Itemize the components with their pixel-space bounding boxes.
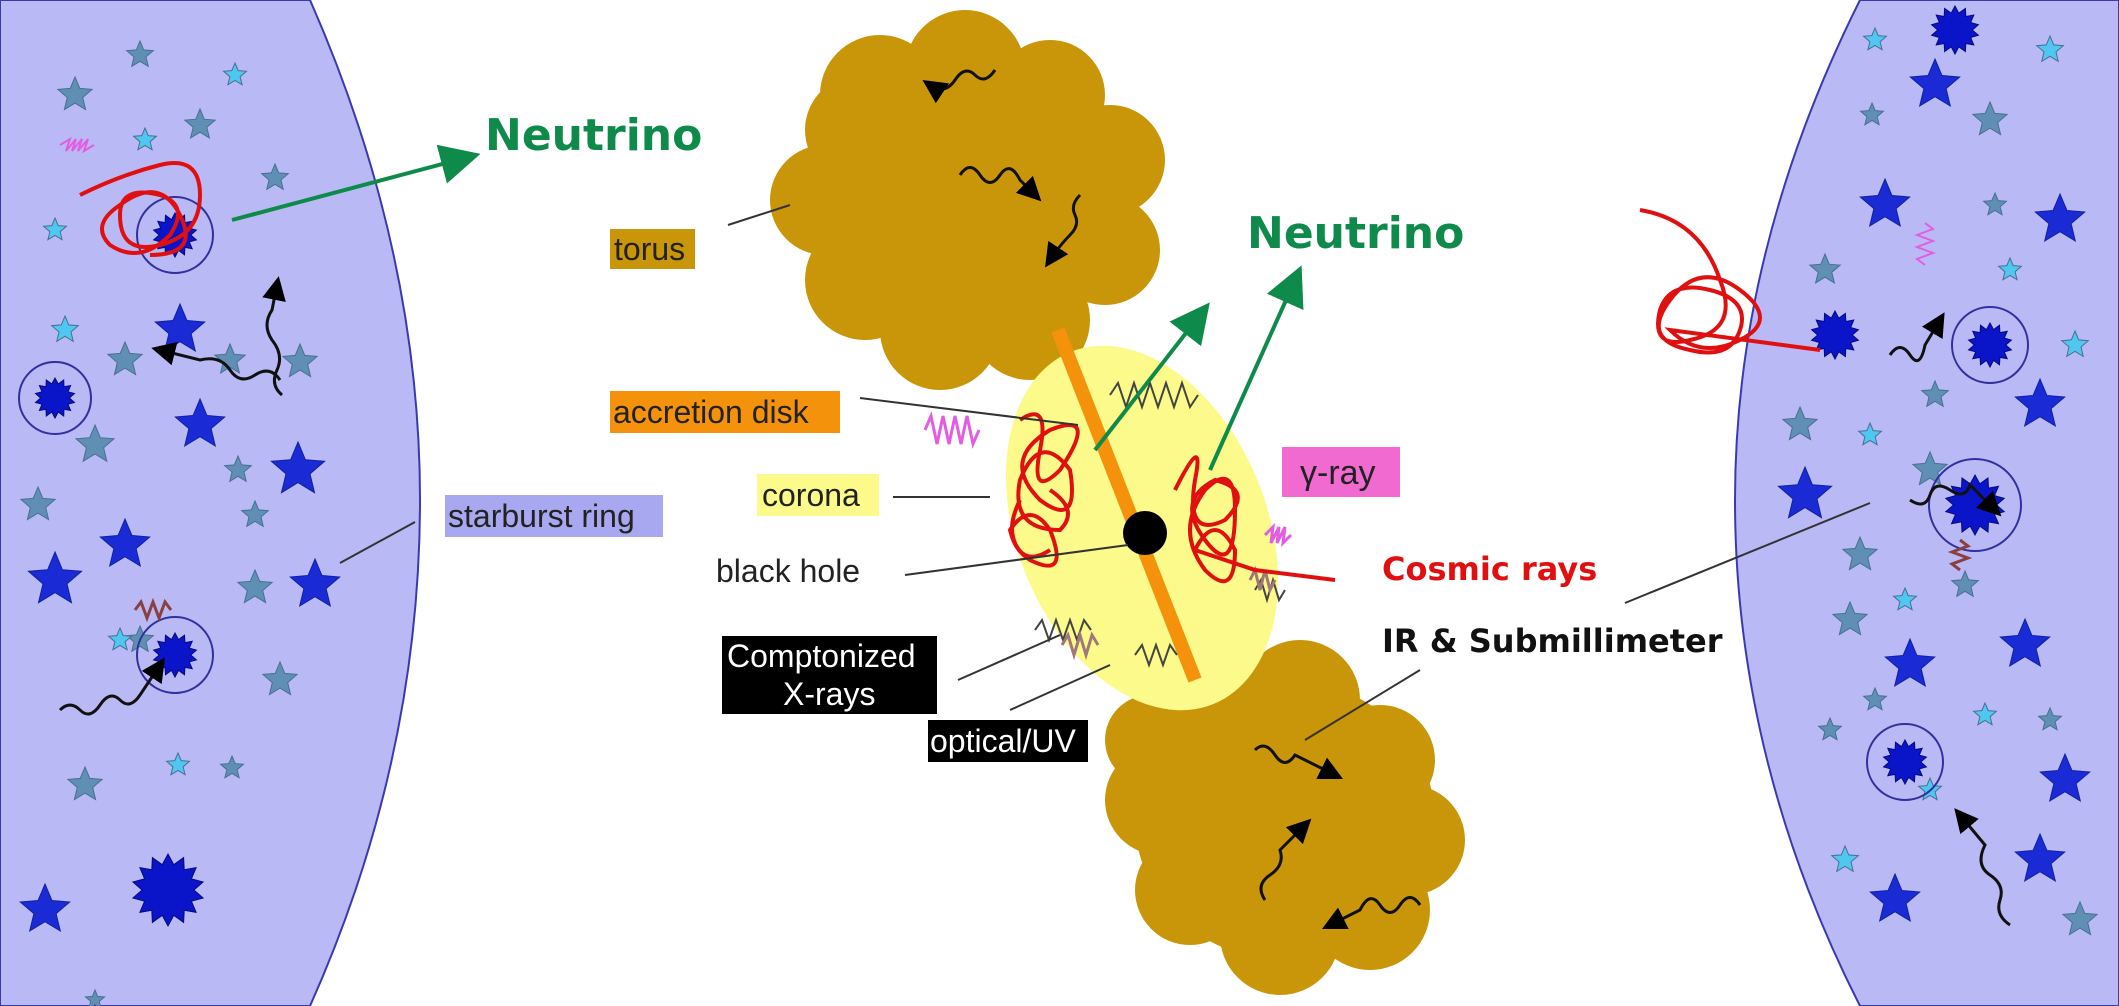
neutrino-label-right: Neutrino [1247,208,1464,259]
neutrino-arrow-center-2 [1210,280,1295,470]
comptonized-label-line2: X-rays [783,676,875,712]
torus-label: torus [614,231,685,267]
gamma-ray-label: γ-ray [1300,454,1376,492]
cosmic-rays-label: Cosmic rays [1382,550,1597,588]
black-hole-label: black hole [716,553,860,589]
optical-uv-label: optical/UV [930,723,1077,759]
comptonized-label-line1: Comptonized [727,638,916,674]
starburst-ring-label: starburst ring [448,498,635,534]
neutrino-label-left: Neutrino [485,110,702,161]
corona-label: corona [762,477,860,513]
ir-submm-label: IR & Submillimeter [1382,622,1723,660]
torus-top [770,10,1165,390]
starburst-ring-left [0,0,420,1006]
accretion-disk-label: accretion disk [613,394,810,430]
black-hole [1123,511,1167,555]
